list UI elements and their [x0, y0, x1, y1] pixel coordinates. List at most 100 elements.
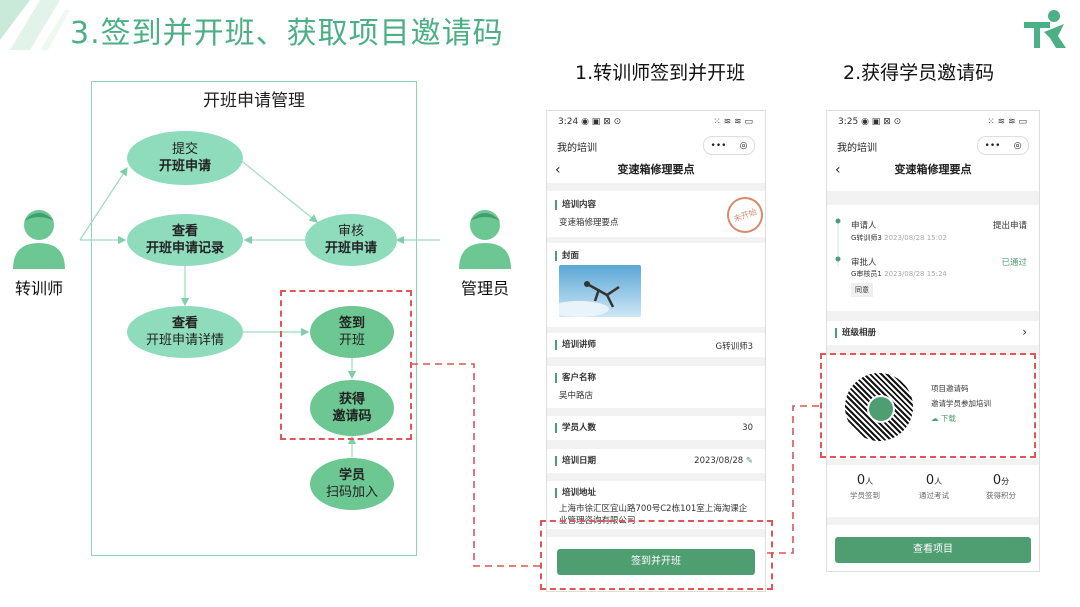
node-line: 查看 — [171, 224, 198, 239]
node-view-records: 查看 开班申请记录 — [127, 214, 243, 266]
customer-card: 客户名称 吴中路店 — [547, 366, 765, 408]
date-value: 2023/08/28 — [694, 456, 744, 466]
close-target-icon[interactable]: ◎ — [1013, 140, 1022, 151]
stat-points: 0分 获得积分 — [971, 473, 1031, 501]
node-line: 开班申请 — [324, 241, 377, 256]
close-target-icon[interactable]: ◎ — [739, 140, 748, 151]
cloud-download-icon: ☁ — [931, 414, 939, 423]
back-icon[interactable]: ‹ — [835, 162, 841, 178]
content-value: 变速箱修理要点 — [559, 218, 619, 228]
approval-timeline: 申请人 G转训师3 2023/08/28 15:02 提出申请 审批人 G审核员… — [827, 205, 1039, 311]
node-line: 提交 — [171, 142, 198, 157]
lecturer-value: G转训师3 — [715, 342, 754, 352]
corner-decoration — [0, 0, 70, 50]
brand-logo-icon — [1024, 10, 1066, 48]
node-review-application: 审核 开班申请 — [305, 214, 397, 266]
qr-logo-icon — [867, 395, 895, 423]
status-icons: ◉ ▣ ⊠ ⊙ — [861, 117, 902, 127]
highlight-box-invite-code — [820, 353, 1036, 458]
approver-status: 已通过 — [1001, 258, 1027, 268]
students-row: 学员人数 30 — [547, 416, 765, 440]
mini-program-capsule[interactable]: ••• ◎ — [977, 136, 1029, 155]
node-student-scan-join: 学员 扫码加入 — [310, 458, 394, 510]
applicant-action: 提出申请 — [992, 221, 1027, 231]
edit-icon[interactable]: ✎ — [745, 456, 753, 466]
jumping-person-icon — [559, 281, 620, 317]
status-signal-icons: ⁙ ≋ ≋ ▭ — [987, 117, 1027, 127]
cover-card: 封面 — [547, 243, 765, 327]
chevron-right-icon[interactable]: › — [1022, 325, 1027, 339]
invite-code-title: 项目邀请码 — [931, 384, 969, 393]
cover-label: 封面 — [555, 251, 579, 261]
download-link[interactable]: ☁ 下载 — [931, 413, 956, 424]
page-heading: 变速箱修理要点 — [894, 163, 972, 176]
invite-code-desc: 邀请学员参加培训 — [931, 399, 991, 408]
node-line: 查看 — [171, 316, 198, 331]
page-header: ‹ 变速箱修理要点 — [827, 157, 1039, 183]
students-value: 30 — [742, 423, 753, 433]
date-row: 培训日期 2023/08/28 ✎ — [547, 449, 765, 473]
page-title: 3.签到并开班、获取项目邀请码 — [70, 16, 504, 51]
phone-screen-invite-code: 3:25 ◉ ▣ ⊠ ⊙ ⁙ ≋ ≋ ▭ 我的培训 ••• ◎ ‹ 变速箱修理要… — [826, 110, 1040, 572]
actor-trainer: 转训师 — [4, 205, 74, 299]
customer-value: 吴中路店 — [559, 391, 594, 401]
date-label: 培训日期 — [555, 456, 596, 466]
timeline-line — [835, 218, 841, 267]
more-icon[interactable]: ••• — [710, 140, 727, 151]
album-row[interactable]: 班级相册 › — [827, 321, 1039, 345]
download-label: 下载 — [940, 414, 956, 423]
status-icons: ◉ ▣ ⊠ ⊙ — [581, 117, 622, 127]
node-line: 开班 — [338, 333, 365, 348]
more-icon[interactable]: ••• — [984, 140, 1001, 151]
applicant-label: 申请人 — [851, 221, 877, 231]
approver-note: 同意 — [851, 283, 873, 297]
status-time: 3:24 — [558, 117, 579, 127]
qr-code-image[interactable] — [845, 373, 913, 441]
actor-admin-label: 管理员 — [460, 279, 509, 298]
checkin-start-button[interactable]: 签到并开班 — [557, 549, 755, 575]
stat-checkin: 0人 学员签到 — [835, 473, 895, 501]
diagram-frame — [91, 81, 417, 556]
mini-program-capsule[interactable]: ••• ◎ — [703, 136, 755, 155]
applicant-name: G转训师3 — [851, 234, 882, 242]
node-view-details: 查看 开班申请详情 — [127, 306, 243, 358]
stat-points-unit: 分 — [1001, 477, 1010, 486]
node-line: 开班申请详情 — [145, 333, 224, 348]
applicant-time: 2023/08/28 15:02 — [884, 234, 947, 242]
node-line: 邀请码 — [332, 409, 372, 424]
bottom-bar: 查看项目 — [827, 525, 1039, 571]
actor-trainer-label: 转训师 — [14, 279, 63, 298]
status-bar: 3:24 ◉ ▣ ⊠ ⊙ ⁙ ≋ ≋ ▭ — [547, 111, 765, 133]
node-line: 开班申请记录 — [145, 241, 224, 256]
diagram-title: 开班申请管理 — [203, 91, 305, 111]
node-line: 开班申请 — [158, 159, 211, 174]
stat-passed-num: 0 — [925, 473, 935, 488]
node-line: 扫码加入 — [325, 485, 378, 500]
node-checkin-start: 签到 开班 — [310, 306, 394, 358]
actor-admin: 管理员 — [450, 205, 520, 299]
page-heading: 变速箱修理要点 — [617, 163, 695, 176]
nav-title: 我的培训 — [837, 143, 877, 154]
status-stamp: 未开始 — [721, 191, 765, 239]
node-line: 学员 — [338, 468, 365, 483]
view-project-button[interactable]: 查看项目 — [835, 537, 1031, 563]
highlight-box-checkin-button — [540, 520, 773, 590]
phase2-title: 2.获得学员邀请码 — [843, 62, 995, 84]
node-line: 签到 — [338, 316, 365, 331]
node-line: 审核 — [337, 224, 364, 239]
highlight-box-checkin — [280, 290, 412, 440]
cover-image[interactable] — [559, 265, 641, 317]
phone-screen-checkin: 3:24 ◉ ▣ ⊠ ⊙ ⁙ ≋ ≋ ▭ 我的培训 ••• ◎ ‹ 变速箱修理要… — [546, 110, 766, 592]
stat-points-num: 0 — [992, 473, 1002, 488]
stat-points-label: 获得积分 — [986, 491, 1016, 500]
page-header: ‹ 变速箱修理要点 — [547, 157, 765, 183]
person-icon — [459, 210, 511, 269]
person-icon — [13, 210, 65, 269]
status-bar: 3:25 ◉ ▣ ⊠ ⊙ ⁙ ≋ ≋ ▭ — [827, 111, 1039, 133]
stats-card: 0人 学员签到 0人 通过考试 0分 获得积分 — [827, 465, 1039, 517]
nav-title: 我的培训 — [557, 143, 597, 154]
approver-label: 审批人 — [851, 258, 877, 268]
status-time: 3:25 — [838, 117, 859, 127]
back-icon[interactable]: ‹ — [555, 162, 561, 178]
